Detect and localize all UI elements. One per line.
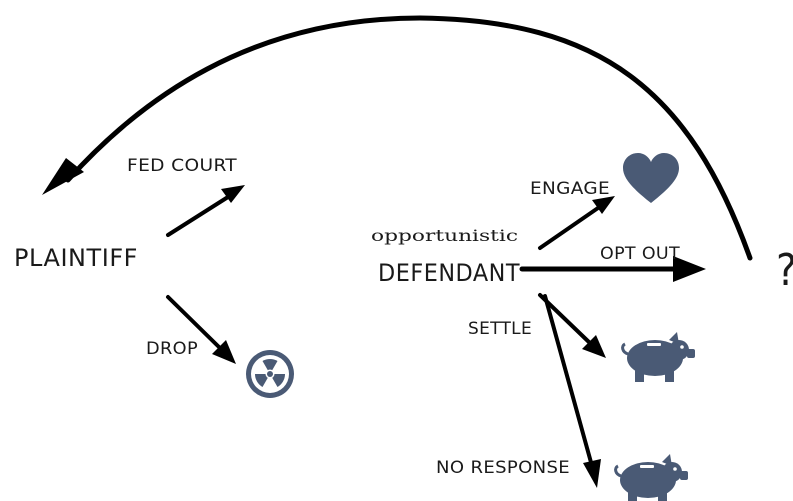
piggy-bank-icon — [614, 454, 688, 501]
radiation-icon — [246, 350, 294, 398]
opt-out-label: OPT OUT — [600, 244, 680, 264]
piggy-bank-icon — [621, 332, 695, 382]
settle-arrowhead — [582, 335, 606, 358]
no-response-label: NO RESPONSE — [436, 458, 570, 478]
opt-out-arrowhead — [673, 256, 706, 282]
engage-arrowhead — [592, 196, 615, 214]
drop-arrowhead — [212, 340, 236, 364]
drop-arrow — [166, 295, 224, 352]
fed-court-arrow — [166, 195, 230, 237]
defendant-label: DEFENDANT — [378, 259, 520, 287]
heart-icon — [623, 153, 679, 203]
settle-label: SETTLE — [468, 319, 532, 339]
defendant-qualifier-label: opportunistic — [371, 226, 518, 245]
engage-arrow — [538, 206, 600, 250]
fed-court-label: FED COURT — [127, 156, 237, 176]
plaintiff-label: PLAINTIFF — [14, 244, 138, 272]
engage-label: ENGAGE — [530, 179, 610, 199]
drop-label: DROP — [146, 339, 198, 359]
no-response-arrow — [543, 294, 594, 468]
no-response-arrowhead — [583, 459, 601, 488]
return-arc-arrow — [65, 15, 753, 261]
partial-question-glyph: ? — [776, 245, 793, 296]
return-arc-arrowhead — [42, 158, 84, 195]
fed-court-arrowhead — [221, 185, 245, 203]
